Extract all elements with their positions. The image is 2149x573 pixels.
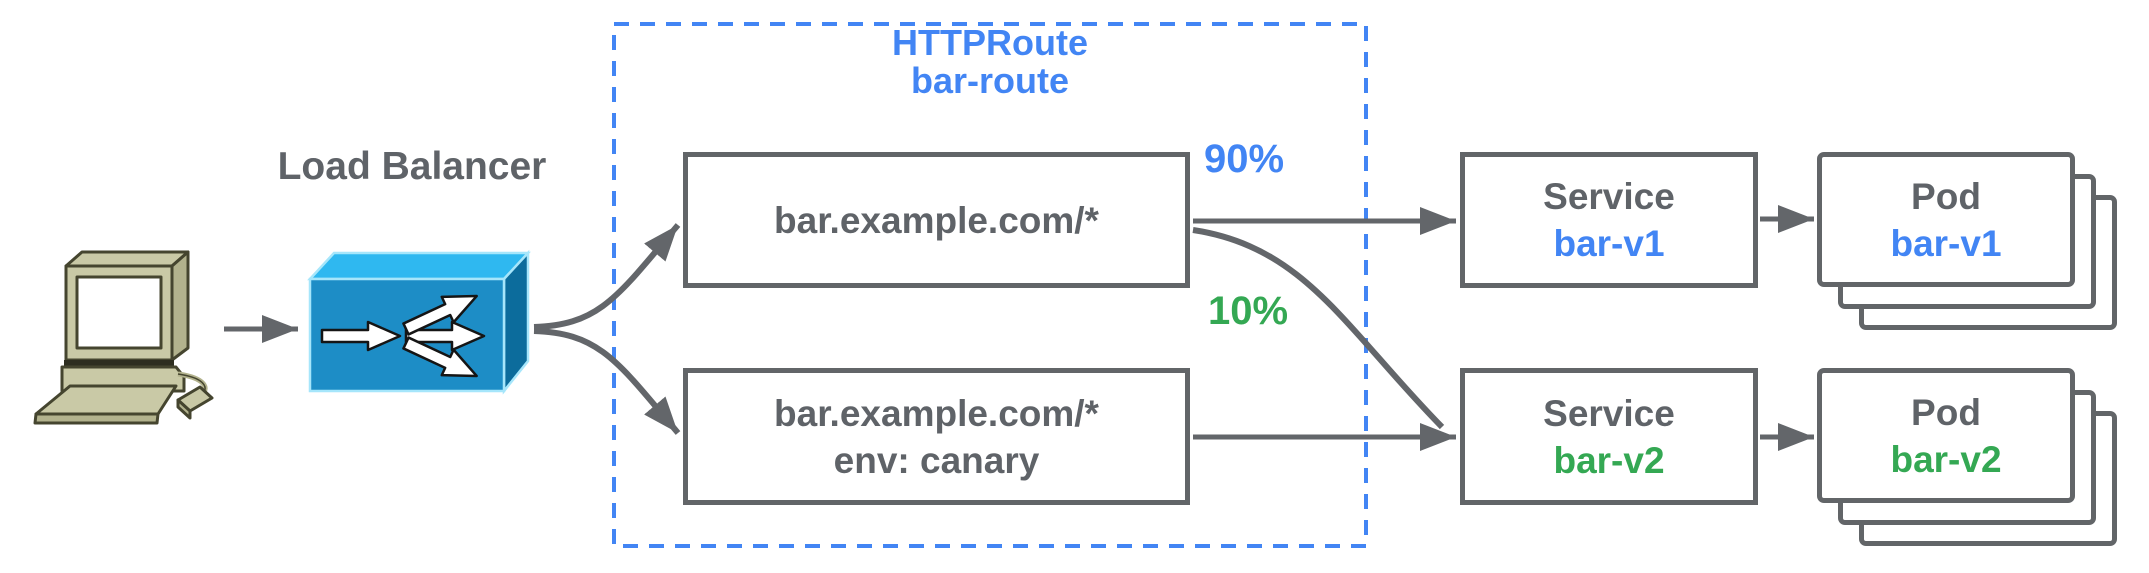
arrow-lb-to-rule1 xyxy=(533,223,681,330)
pod-name: bar-v2 xyxy=(1890,438,2002,480)
httproute-kind: HTTPRoute xyxy=(892,22,1088,63)
service-kind: Service xyxy=(1543,392,1675,434)
load-balancer-icon xyxy=(307,249,531,395)
route-rule-box-primary: bar.example.com/* xyxy=(683,152,1190,288)
httproute-name: bar-route xyxy=(910,60,1069,101)
pod-name: bar-v1 xyxy=(1890,222,2002,264)
route-rule-match: bar.example.com/* xyxy=(774,199,1099,241)
service-name: bar-v2 xyxy=(1553,439,1665,481)
service-box-bar-v2: Service bar-v2 xyxy=(1460,368,1758,505)
route-rule-box-canary: bar.example.com/* env: canary xyxy=(683,368,1190,505)
pod-card-front: Pod bar-v1 xyxy=(1817,152,2075,287)
service-kind: Service xyxy=(1543,176,1675,217)
weight-label-10: 10% xyxy=(1208,289,1289,333)
weight-label-90: 90% xyxy=(1204,137,1285,181)
service-name: bar-v1 xyxy=(1553,223,1665,264)
pod-kind: Pod xyxy=(1911,175,1981,217)
desktop-computer-icon xyxy=(33,250,214,425)
pod-kind: Pod xyxy=(1911,391,1981,433)
httproute-title: HTTPRoute bar-route xyxy=(790,24,1190,100)
pod-card-front: Pod bar-v2 xyxy=(1817,368,2075,503)
load-balancer-label: Load Balancer xyxy=(277,145,547,188)
arrow-lb-to-rule2 xyxy=(533,328,681,435)
pod-stack-bar-v1: Pod bar-v1 xyxy=(1817,152,2119,332)
pod-stack-bar-v2: Pod bar-v2 xyxy=(1817,368,2119,548)
route-rule-header-match: env: canary xyxy=(833,439,1040,481)
service-box-bar-v1: Service bar-v1 xyxy=(1460,152,1758,288)
route-rule-match: bar.example.com/* xyxy=(774,392,1099,434)
